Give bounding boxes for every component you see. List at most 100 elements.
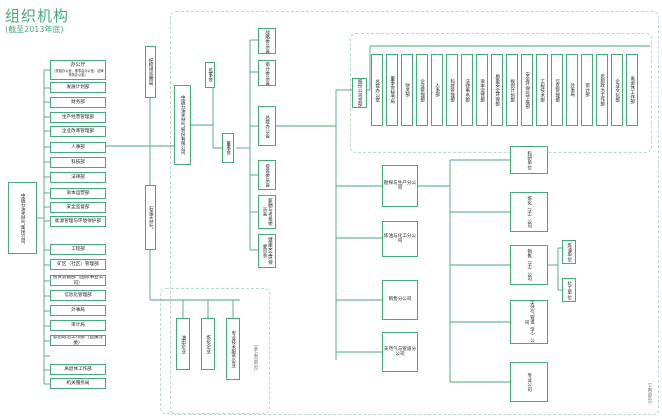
hq-dept-label: 财务部 (71, 99, 85, 105)
pc-dept-label: 离退休工作部 (629, 76, 635, 104)
committee-4: 薪酬与考核委员会 (258, 195, 276, 229)
hq-dept-12: 矿区（社区）管理部 (50, 259, 106, 270)
pc-dept-16: 思想政治工作部 (596, 54, 608, 126)
committee-label: 战略委员会 (264, 29, 270, 53)
committee-label: 提名委员会 (264, 163, 270, 187)
pc-dept-label: 企业管理部 (419, 78, 425, 102)
hq-dept-label: 工程部 (71, 246, 85, 252)
discipline-box: 纪检组监察局 (145, 46, 156, 98)
hq-dept-label: 发展计划部 (66, 84, 90, 90)
hq-dept-6: 科技部 (50, 157, 106, 168)
hq-dept-9: 安全监督部 (50, 202, 106, 213)
hq-dept-7: 法律部 (50, 172, 106, 183)
listed-region (170, 11, 659, 415)
pc-dept-12: 工程技术部 (536, 54, 548, 126)
root-company-box: 中国石油天然气集团公司 (8, 182, 37, 254)
hq-dept-15: 外事局 (50, 305, 106, 316)
subsidiary-1: 科研单位 (510, 146, 548, 174)
petrochina-hq-label: 股份公司总部 (357, 79, 363, 107)
subsidiary-5: 专业公司 (510, 362, 548, 402)
hq-dept-label: 安全监督部 (66, 204, 90, 210)
subsidiary-label: 天然气管道（子）公司 (524, 301, 535, 343)
subsidiary-4: 天然气管道（子）公司 (510, 300, 548, 344)
pc-dept-4: 企业管理部 (416, 54, 428, 126)
board-box: 董事会 (222, 133, 234, 163)
pc-dept-8: 资本运营部 (476, 54, 488, 126)
pc-dept-label: 信息管理部 (554, 78, 560, 102)
pc-dept-label: 人事部 (434, 83, 440, 97)
hq-dept-label: 信息化管理部 (64, 292, 92, 298)
pc-dept-label: 资本运营部 (479, 78, 485, 102)
hq-office-label: 办公厅 (70, 62, 86, 69)
hq-dept-label: 矿区（社区）管理部 (57, 261, 99, 267)
unlisted-unit-label: 炼化企业 (205, 334, 211, 354)
side-unit-1: 炼油单位 (562, 240, 576, 264)
hq-dept-2: 财务部 (50, 97, 106, 108)
hq-dept-13: 物资装备部（国际事业公司） (50, 275, 106, 286)
hq-dept-label: 离退休工作部 (64, 366, 92, 372)
committee-5: 健康安全环保委员会 (258, 234, 276, 268)
hq-dept-label: 机关服务局 (66, 380, 90, 386)
hq-dept-label: 能源管理与环境保护部 (55, 218, 101, 224)
segment-label: 炼油与化工分公司 (383, 233, 417, 244)
petrochina-box: 中国石油天然气股份有限公司 (174, 85, 191, 165)
page-subtitle: (截至2013年底) (5, 25, 64, 34)
root-company-label: 中国石油天然气集团公司 (20, 192, 26, 244)
unlisted-unit-2: 炼化企业 (201, 318, 215, 370)
committee-3: 提名委员会 (258, 160, 276, 190)
hq-office-note: （党组办公室、董事会办公室、法律事务办公室） (52, 68, 104, 77)
pc-dept-label: 规划计划部 (509, 78, 515, 102)
hq-dept-19: 机关服务局 (50, 378, 106, 389)
discipline-label: 纪检组监察局 (148, 58, 154, 86)
side-unit-2: 化工单位 (562, 278, 576, 302)
hq-dept-16: 审计局 (50, 320, 106, 331)
segment-1: 勘探与生产分公司 (382, 165, 418, 207)
pc-dept-label: 工程技术部 (539, 78, 545, 102)
subsidiary-label: 销售（子）公司 (526, 248, 532, 282)
hq-dept-label: 生产经营管理部 (61, 114, 95, 120)
hq-dept-label: 科技部 (71, 159, 85, 165)
unlisted-region (160, 288, 270, 414)
pc-dept-13: 信息管理部 (551, 54, 563, 126)
hq-dept-label: 资本运营部 (66, 190, 90, 196)
pc-dept-label: 安全环保与节能部 (524, 71, 530, 109)
unlisted-unit-label: 油田企业 (180, 334, 186, 354)
pc-dept-label: 法律事务部 (464, 78, 470, 102)
pc-dept-label: 董事会秘书局 (389, 76, 395, 104)
segment-2: 炼油与化工分公司 (382, 221, 418, 257)
board-label: 董事会 (225, 141, 231, 155)
hq-dept-label: 企业改革管理部 (61, 128, 95, 134)
pc-dept-label: 思想政治工作部 (599, 73, 605, 107)
pc-dept-1: 总裁办公室 (371, 54, 383, 126)
hq-dept-17: 思想政治工作部（直属党委） (50, 335, 106, 346)
hq-dept-label: 人事部 (71, 144, 85, 150)
hq-dept-11: 工程部 (50, 244, 106, 255)
hq-dept-8: 资本运营部 (50, 188, 106, 199)
hq-dept-label: 审计局 (71, 322, 85, 328)
hq-dept-5: 人事部 (50, 142, 106, 153)
management-label: 总裁办公会 (264, 114, 270, 138)
hq-dept-10: 能源管理与环境保护部 (50, 216, 106, 227)
management-box: 总裁办公会 (258, 106, 276, 146)
pc-dept-2: 董事会秘书局 (386, 54, 398, 126)
hq-dept-label: 思想政治工作部（直属党委） (52, 335, 104, 346)
committee-label: 薪酬与考核委员会 (262, 198, 273, 226)
hq-dept-3: 生产经营管理部 (50, 112, 106, 123)
subsidiary-label: 炼化（子）公司 (526, 195, 532, 229)
committee-2: 审计委员会 (258, 60, 276, 86)
hq-dept-4: 企业改革管理部 (50, 126, 106, 137)
pc-dept-7: 法律事务部 (461, 54, 473, 126)
hq-dept-label: 法律部 (71, 174, 85, 180)
subsidiary-2: 炼化（子）公司 (510, 192, 548, 232)
unlisted-unit-3: 专业技术服务企业 (226, 318, 240, 380)
pc-dept-11: 安全环保与节能部 (521, 54, 533, 126)
unlisted-unit-1: 油田企业 (176, 318, 190, 370)
pc-dept-label: 审计部 (584, 83, 590, 97)
pc-dept-14: 外事局 (566, 54, 578, 126)
subsidiary-label: 专业公司 (526, 372, 532, 392)
hq-dept-label: 物资装备部（国际事业公司） (52, 275, 104, 286)
cnpc-sub-label: 石油天然气 (148, 206, 154, 229)
pc-dept-label: 外事局 (569, 83, 575, 97)
pc-dept-10: 规划计划部 (506, 54, 518, 126)
subsidiary-3: 销售（子）公司 (510, 245, 548, 285)
